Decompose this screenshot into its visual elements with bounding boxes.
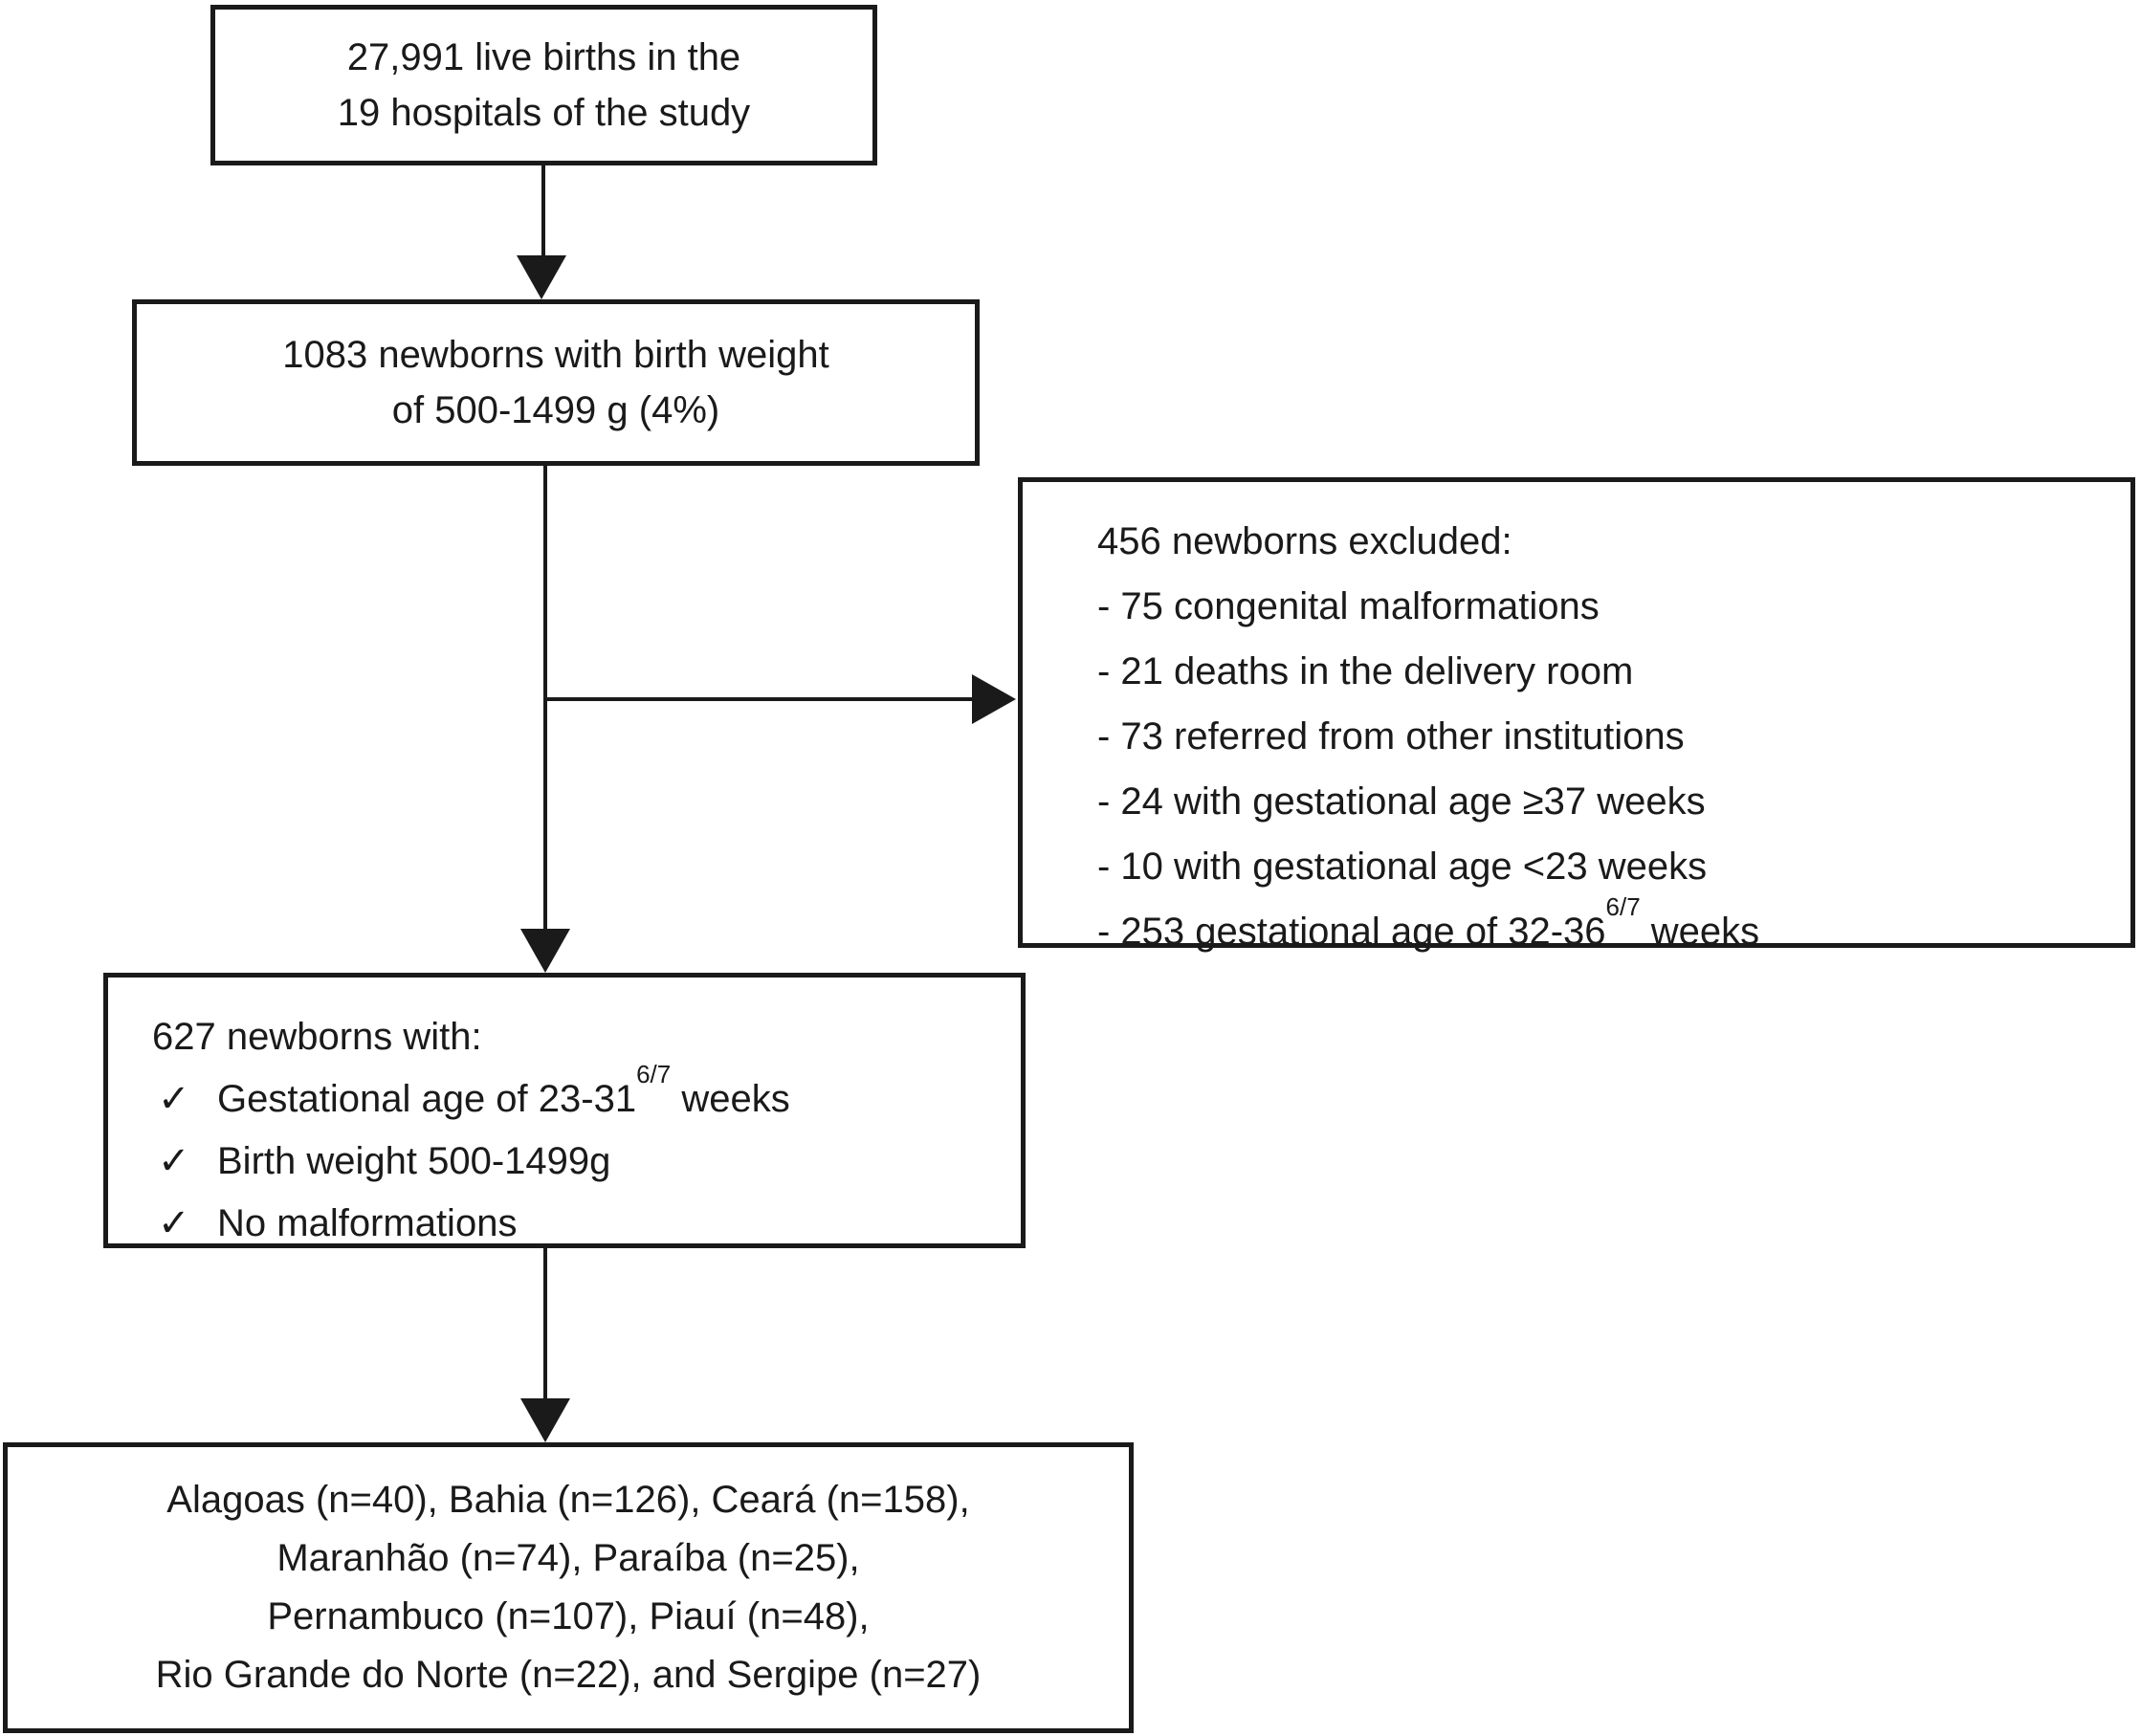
excluded-item: - 73 referred from other institutions bbox=[1097, 715, 1685, 758]
arrowhead-down-icon bbox=[517, 255, 566, 299]
box-included: 627 newborns with: ✓ Gestational age of … bbox=[103, 973, 1026, 1248]
box-live-births: 27,991 live births in the 19 hospitals o… bbox=[210, 5, 877, 165]
checkmark-icon: ✓ bbox=[158, 1202, 190, 1244]
connector-live-births-to-birth-weight bbox=[541, 165, 545, 257]
excluded-item: - 253 gestational age of 32-366/7 weeks bbox=[1097, 894, 2111, 964]
connector-included-to-states bbox=[543, 1248, 547, 1400]
box-live-births-line1: 27,991 live births in the bbox=[346, 36, 741, 78]
excluded-item-superscript: 6/7 bbox=[1605, 891, 1641, 921]
box-states-line2: Maranhão (n=74), Paraíba (n=25), bbox=[276, 1537, 860, 1580]
checkmark-icon: ✓ bbox=[158, 1140, 190, 1182]
box-birth-weight-line1: 1083 newborns with birth weight bbox=[282, 334, 829, 376]
excluded-item-suffix: weeks bbox=[1640, 911, 1760, 953]
box-included-title: 627 newborns with: bbox=[152, 1016, 482, 1058]
connector-branch-to-excluded bbox=[543, 697, 974, 701]
excluded-item: - 75 congenital malformations bbox=[1097, 585, 1600, 627]
box-excluded: 456 newborns excluded: - 75 congenital m… bbox=[1018, 477, 2135, 953]
box-live-births-line2: 19 hospitals of the study bbox=[337, 92, 751, 134]
included-criterion-suffix: weeks bbox=[671, 1078, 790, 1120]
included-criterion-text: Birth weight 500-1499g bbox=[217, 1140, 611, 1182]
included-criterion-text: No malformations bbox=[217, 1202, 518, 1244]
excluded-item-text: - 253 gestational age of 32-36 bbox=[1097, 911, 1606, 953]
box-states: Alagoas (n=40), Bahia (n=126), Ceará (n=… bbox=[3, 1442, 1134, 1733]
arrowhead-right-icon bbox=[972, 674, 1016, 724]
box-excluded-title: 456 newborns excluded: bbox=[1097, 520, 1512, 562]
included-criterion-superscript: 6/7 bbox=[636, 1059, 672, 1088]
checkmark-icon: ✓ bbox=[158, 1078, 190, 1120]
included-criterion: ✓ No malformations bbox=[152, 1193, 1011, 1255]
arrowhead-down-icon bbox=[520, 1398, 570, 1442]
included-criterion: ✓ Gestational age of 23-316/7 weeks bbox=[152, 1059, 1011, 1131]
excluded-item: - 21 deaths in the delivery room bbox=[1097, 650, 1634, 692]
box-birth-weight-line2: of 500-1499 g (4%) bbox=[391, 389, 720, 431]
included-criterion-text: Gestational age of 23-316/7 weeks bbox=[217, 1059, 790, 1120]
box-states-line4: Rio Grande do Norte (n=22), and Sergipe … bbox=[155, 1653, 982, 1696]
box-birth-weight: 1083 newborns with birth weight of 500-1… bbox=[132, 299, 980, 466]
box-states-line1: Alagoas (n=40), Bahia (n=126), Ceará (n=… bbox=[166, 1479, 970, 1522]
box-states-line3: Pernambuco (n=107), Piauí (n=48), bbox=[267, 1595, 870, 1637]
included-criterion: ✓ Birth weight 500-1499g bbox=[152, 1131, 1011, 1193]
arrowhead-down-icon bbox=[520, 929, 570, 973]
excluded-item: - 10 with gestational age <23 weeks bbox=[1097, 846, 1708, 888]
excluded-item: - 24 with gestational age ≥37 weeks bbox=[1097, 780, 1706, 823]
